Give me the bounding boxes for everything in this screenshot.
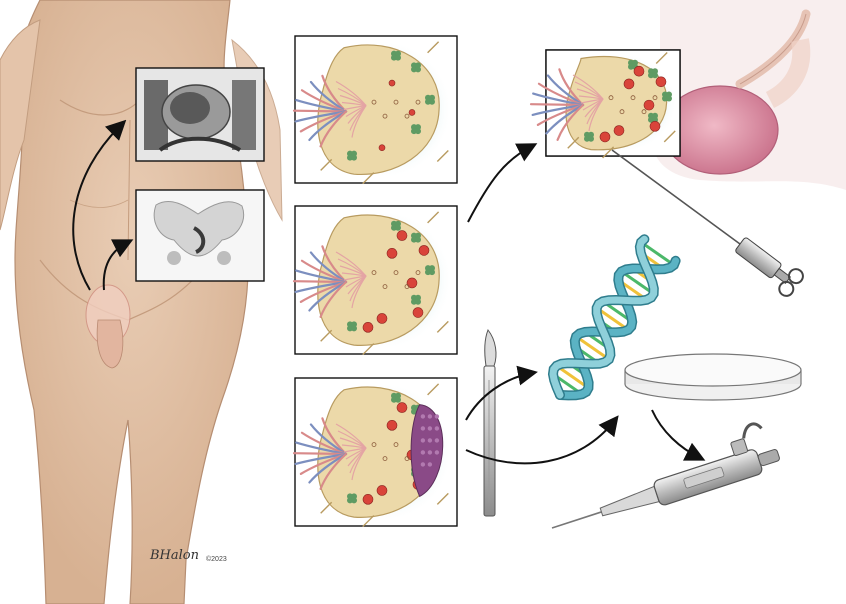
- panel-tumor-tubule: [294, 453, 346, 454]
- pipette-plunger: [757, 449, 780, 467]
- copyright-text: ©2023: [206, 556, 227, 563]
- biopsy-tissue-red-vessel: [624, 79, 634, 89]
- panel-gcnis-green-cell: [415, 237, 421, 243]
- panel-tumor-red-vessel: [363, 494, 373, 504]
- panel-gcnis-red-vessel: [387, 248, 397, 258]
- panel-tumor-tumor-cell: [421, 438, 425, 442]
- panel-tumor-tumor-cell: [435, 438, 439, 442]
- biopsy-tissue-green-cell: [666, 96, 672, 102]
- panel-normal-group: [294, 36, 457, 184]
- panel-gcnis-red-vessel: [419, 245, 429, 255]
- panel-normal-green-cell: [429, 99, 435, 105]
- panel-tumor-tumor-cell: [435, 426, 439, 430]
- panel-tumor-tumor-cell: [421, 462, 425, 466]
- ct-left-femur: [167, 251, 181, 265]
- biopsy-tissue-red-vessel: [634, 66, 644, 76]
- biopsy-tissue-green-cell: [652, 72, 658, 78]
- biopsy-tissue-green-cell: [588, 136, 594, 142]
- petri-dish-lid: [625, 354, 801, 386]
- panel-tumor-tumor-cell: [428, 426, 432, 430]
- biopsy-tissue-red-vessel: [600, 132, 610, 142]
- panel-tumor-tumor-cell: [428, 462, 432, 466]
- pipette-nozzle: [599, 486, 659, 519]
- scalpel-icon: [484, 330, 496, 516]
- panel-tumor-tumor-cell: [435, 414, 439, 418]
- panel-gcnis-red-vessel: [413, 308, 423, 318]
- arrow-to-biopsy: [468, 146, 532, 222]
- biopsy-inset: [531, 50, 680, 158]
- panel-normal-green-cell: [395, 55, 401, 61]
- panel-tumor-tumor-cell: [435, 450, 439, 454]
- panel-tumor-group: [294, 378, 457, 527]
- mri-lesion: [170, 92, 210, 124]
- tissue-panels: [294, 36, 457, 527]
- mri-right-structure: [232, 80, 256, 150]
- panel-gcnis-green-cell: [429, 269, 435, 275]
- pipette-tip: [552, 512, 601, 528]
- panel-gcnis-red-vessel: [377, 313, 387, 323]
- panel-gcnis-green-cell: [395, 225, 401, 231]
- panel-normal-red-vessel: [409, 109, 415, 115]
- pipette-hook: [740, 422, 762, 439]
- ct-inset: [136, 190, 264, 281]
- panel-gcnis-tubule: [294, 281, 346, 282]
- panel-tumor-red-vessel: [387, 420, 397, 430]
- biopsy-tissue-group: [531, 50, 680, 158]
- mri-inset: [136, 68, 264, 161]
- biopsy-tissue-red-vessel: [614, 126, 624, 136]
- panel-gcnis-group: [294, 206, 457, 355]
- panel-normal-tubule: [294, 111, 346, 112]
- panel-normal-green-cell: [415, 128, 421, 134]
- biopsy-tissue-red-vessel: [656, 77, 666, 87]
- biopsy-tissue-red-vessel: [644, 100, 654, 110]
- panel-normal-red-vessel: [379, 145, 385, 151]
- petri-dish-icon: [625, 354, 801, 400]
- scalpel-blade: [485, 330, 496, 366]
- panel-tumor-red-vessel: [397, 403, 407, 413]
- panel-tumor-tumor-cell: [421, 414, 425, 418]
- panel-tumor-tumor-cell: [428, 450, 432, 454]
- panel-tumor-tumor-cell: [428, 414, 432, 418]
- panel-gcnis-red-vessel: [407, 278, 417, 288]
- panel-gcnis-red-vessel: [363, 322, 373, 332]
- panel-tumor-tumor-cell: [421, 426, 425, 430]
- arrow-to-pipette: [652, 410, 700, 458]
- panel-tumor-red-vessel: [377, 485, 387, 495]
- panel-normal-green-cell: [415, 66, 421, 72]
- panel-tumor-green-cell: [395, 397, 401, 403]
- syringe-barrel: [735, 237, 783, 279]
- ct-right-femur: [217, 251, 231, 265]
- organ-illustration: [652, 0, 846, 190]
- panel-gcnis-red-vessel: [397, 231, 407, 241]
- arrow-to-dna: [466, 373, 532, 420]
- panel-normal-red-vessel: [389, 80, 395, 86]
- artist-signature: BHalon: [150, 548, 199, 563]
- biopsy-tissue-tubule: [531, 104, 583, 105]
- panel-tumor-tumor-cell: [428, 438, 432, 442]
- micropipette-icon: [541, 419, 783, 540]
- panel-tumor-tumor-cell: [421, 450, 425, 454]
- panel-tumor-green-cell: [351, 497, 357, 503]
- panel-gcnis-green-cell: [415, 299, 421, 305]
- biopsy-tissue-red-vessel: [650, 121, 660, 131]
- panel-normal-green-cell: [351, 155, 357, 161]
- panel-gcnis-green-cell: [351, 325, 357, 331]
